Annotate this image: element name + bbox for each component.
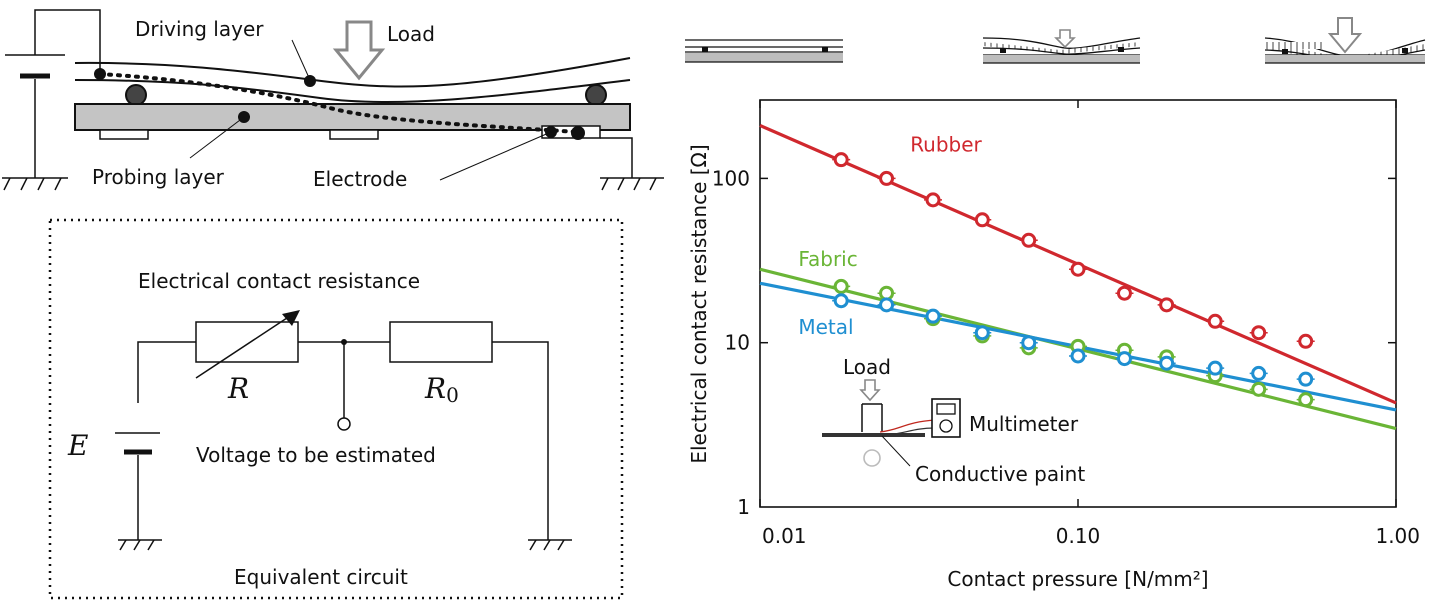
data-point-fabric xyxy=(1298,392,1314,408)
e-label: E xyxy=(67,429,88,462)
driving-layer-label: Driving layer xyxy=(135,17,264,41)
data-point-rubber xyxy=(1116,285,1132,301)
data-point-metal xyxy=(833,293,849,309)
probe-terminal xyxy=(337,417,351,431)
circuit-caption: Equivalent circuit xyxy=(234,565,408,589)
load-label: Load xyxy=(387,22,435,46)
x-tick-label: 0.10 xyxy=(1056,524,1101,548)
layer-sketch-heavy-load xyxy=(1264,17,1426,64)
ground-symbol xyxy=(2,177,68,191)
sensor-cross-section: Driving layer Load Probing layer Electro… xyxy=(2,9,664,191)
layer-sketches xyxy=(685,17,1426,64)
inset-load-arrow-icon xyxy=(859,379,881,402)
conductive-paint-label: Conductive paint xyxy=(915,462,1085,486)
x-tick-label: 0.01 xyxy=(762,524,807,548)
data-point-rubber xyxy=(1021,232,1037,248)
y-axis-title: Electrical contact resistance [Ω] xyxy=(687,144,711,463)
data-point-rubber xyxy=(1251,325,1267,341)
r-label: R xyxy=(227,372,249,405)
data-point-rubber xyxy=(925,192,941,208)
y-tick-label: 1 xyxy=(737,495,750,519)
ground-symbol xyxy=(600,177,664,191)
data-point-metal xyxy=(925,308,941,324)
data-point-rubber xyxy=(1159,297,1175,313)
data-point-metal xyxy=(1070,348,1086,364)
data-point-metal xyxy=(1159,355,1175,371)
layer-sketch-light-load xyxy=(982,29,1141,64)
inset-load-label: Load xyxy=(843,355,891,379)
measurement-inset: Load Multimeter Conductive paint xyxy=(822,355,1085,486)
data-point-metal xyxy=(879,297,895,313)
data-point-rubber xyxy=(879,170,895,186)
circuit-title: Electrical contact resistance xyxy=(138,269,420,293)
variable-resistor xyxy=(195,321,299,363)
electrode-label: Electrode xyxy=(313,167,407,191)
series-label-metal: Metal xyxy=(798,315,853,339)
data-point-metal xyxy=(1251,365,1267,381)
probing-layer-label: Probing layer xyxy=(92,165,225,189)
equivalent-circuit: Electrical contact resistance xyxy=(48,218,624,600)
data-point-fabric xyxy=(1251,381,1267,397)
series-label-rubber: Rubber xyxy=(910,133,982,157)
x-axis-title: Contact pressure [N/mm²] xyxy=(947,567,1208,591)
y-tick-label: 10 xyxy=(725,331,750,355)
data-point-metal xyxy=(1298,371,1314,387)
x-tick-label: 1.00 xyxy=(1375,524,1420,548)
data-point-rubber xyxy=(1207,313,1223,329)
data-point-rubber xyxy=(1070,261,1086,277)
data-point-rubber xyxy=(833,152,849,168)
data-point-metal xyxy=(1116,351,1132,367)
ground-symbol xyxy=(528,539,572,551)
data-point-metal xyxy=(1021,335,1037,351)
r0-label: R0 xyxy=(424,372,459,407)
multimeter-label: Multimeter xyxy=(969,412,1079,436)
voltage-label: Voltage to be estimated xyxy=(196,443,436,467)
small-load-arrow-icon xyxy=(1054,29,1076,49)
data-point-fabric xyxy=(833,278,849,294)
layer-sketch-unloaded xyxy=(685,39,843,63)
data-point-metal xyxy=(974,325,990,341)
fixed-resistor xyxy=(389,321,493,363)
load-arrow-icon xyxy=(332,20,386,81)
y-tick-label: 100 xyxy=(712,166,750,190)
series-label-fabric: Fabric xyxy=(798,247,857,271)
data-point-metal xyxy=(1207,360,1223,376)
data-point-rubber xyxy=(1298,333,1314,349)
data-point-rubber xyxy=(974,212,990,228)
large-load-arrow-icon xyxy=(1327,17,1363,54)
ground-symbol xyxy=(118,539,162,551)
